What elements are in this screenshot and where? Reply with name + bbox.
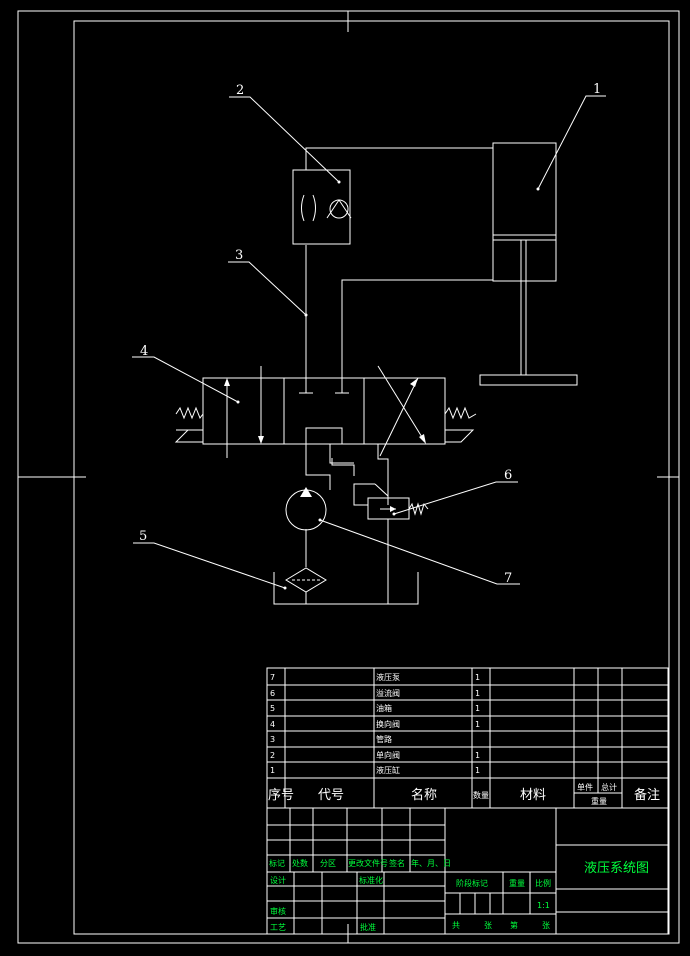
bom-header-code: 代号 [318, 788, 344, 803]
balloon-1: 1 [593, 82, 601, 97]
bom-qty-4: 1 [475, 720, 480, 729]
directional-valve [174, 365, 477, 464]
bom-header-remarks: 备注 [634, 787, 660, 803]
bom-header-unit: 单件 [577, 782, 593, 792]
balloon-3: 3 [235, 248, 243, 263]
title-block: 标记 处数 分区 更改文件号 签名 年、月、日 设计 标准化 审核 工艺 批准 … [266, 807, 669, 935]
bom-no-5: 5 [270, 704, 275, 713]
balloon-4: 4 [140, 344, 148, 359]
drawing-frame [17, 10, 680, 944]
bom-qty-2: 1 [475, 751, 480, 760]
tb-date: 年、月、日 [411, 858, 451, 868]
bom-name-1: 液压缸 [376, 765, 400, 775]
tb-design: 设计 [270, 875, 286, 885]
bom-name-3: 管路 [376, 734, 392, 744]
hydraulic-schematic [174, 142, 578, 605]
bom-name-7: 液压泵 [376, 672, 400, 682]
balloon-7: 7 [504, 571, 512, 586]
balloon-6: 6 [504, 468, 512, 483]
bom-name-4: 换向阀 [376, 719, 400, 729]
tb-zone: 分区 [320, 859, 336, 868]
tb-check: 审核 [270, 906, 286, 916]
bom-qty-6: 1 [475, 689, 480, 698]
tb-weight: 重量 [509, 878, 525, 888]
bom-no-2: 2 [270, 751, 275, 760]
tb-standardization: 标准化 [359, 875, 383, 885]
bom-header-total: 总计 [601, 782, 617, 792]
bom-header-qty: 数量 [473, 790, 489, 800]
bom-no-6: 6 [270, 689, 275, 698]
bom-qty-5: 1 [475, 704, 480, 713]
tb-approve: 批准 [360, 922, 376, 932]
bom-name-2: 单向阀 [376, 750, 400, 760]
bom-header-weight: 重量 [591, 796, 607, 806]
filter-tank [273, 567, 419, 605]
bom-no-7: 7 [270, 673, 275, 682]
bom-no-3: 3 [270, 735, 275, 744]
hydraulic-pump [285, 487, 327, 531]
bom-qty-1: 1 [475, 766, 480, 775]
part-balloons: 1 2 3 4 5 6 7 [132, 82, 606, 590]
bom-no-4: 4 [270, 720, 275, 729]
tb-scale: 比例 [535, 878, 551, 888]
tb-signature: 签名 [389, 858, 405, 868]
parts-list: 7 液压泵 1 6 溢流阀 1 5 油箱 1 4 换向阀 1 3 管路 2 单向… [266, 667, 669, 809]
tb-change-doc: 更改文件号 [348, 858, 388, 868]
tb-mark: 标记 [269, 858, 285, 868]
tb-stage-mark: 阶段标记 [456, 878, 488, 888]
check-valve [292, 164, 352, 245]
tb-sheets-unit2: 张 [542, 921, 550, 930]
drawing-title: 液压系统图 [584, 861, 649, 876]
bom-name-6: 溢流阀 [376, 688, 400, 698]
tb-scale-value: 1:1 [537, 901, 550, 910]
bom-qty-7: 1 [475, 673, 480, 682]
hydraulic-cylinder [479, 142, 578, 386]
relief-valve [353, 483, 429, 520]
tb-sheets-unit1: 张 [484, 921, 492, 930]
tb-sheets-page: 第 [510, 920, 518, 930]
tb-process: 工艺 [270, 923, 286, 932]
balloon-5: 5 [139, 529, 147, 544]
tb-sheets-total: 共 [452, 921, 460, 930]
bom-no-1: 1 [270, 766, 275, 775]
bom-header-name: 名称 [411, 787, 437, 803]
bom-header-material: 材料 [520, 788, 546, 803]
bom-header-no: 序号 [268, 788, 294, 803]
bom-name-5: 油箱 [376, 703, 392, 713]
pipe-lines [305, 147, 493, 604]
tb-count: 处数 [292, 858, 308, 868]
balloon-2: 2 [236, 83, 244, 98]
